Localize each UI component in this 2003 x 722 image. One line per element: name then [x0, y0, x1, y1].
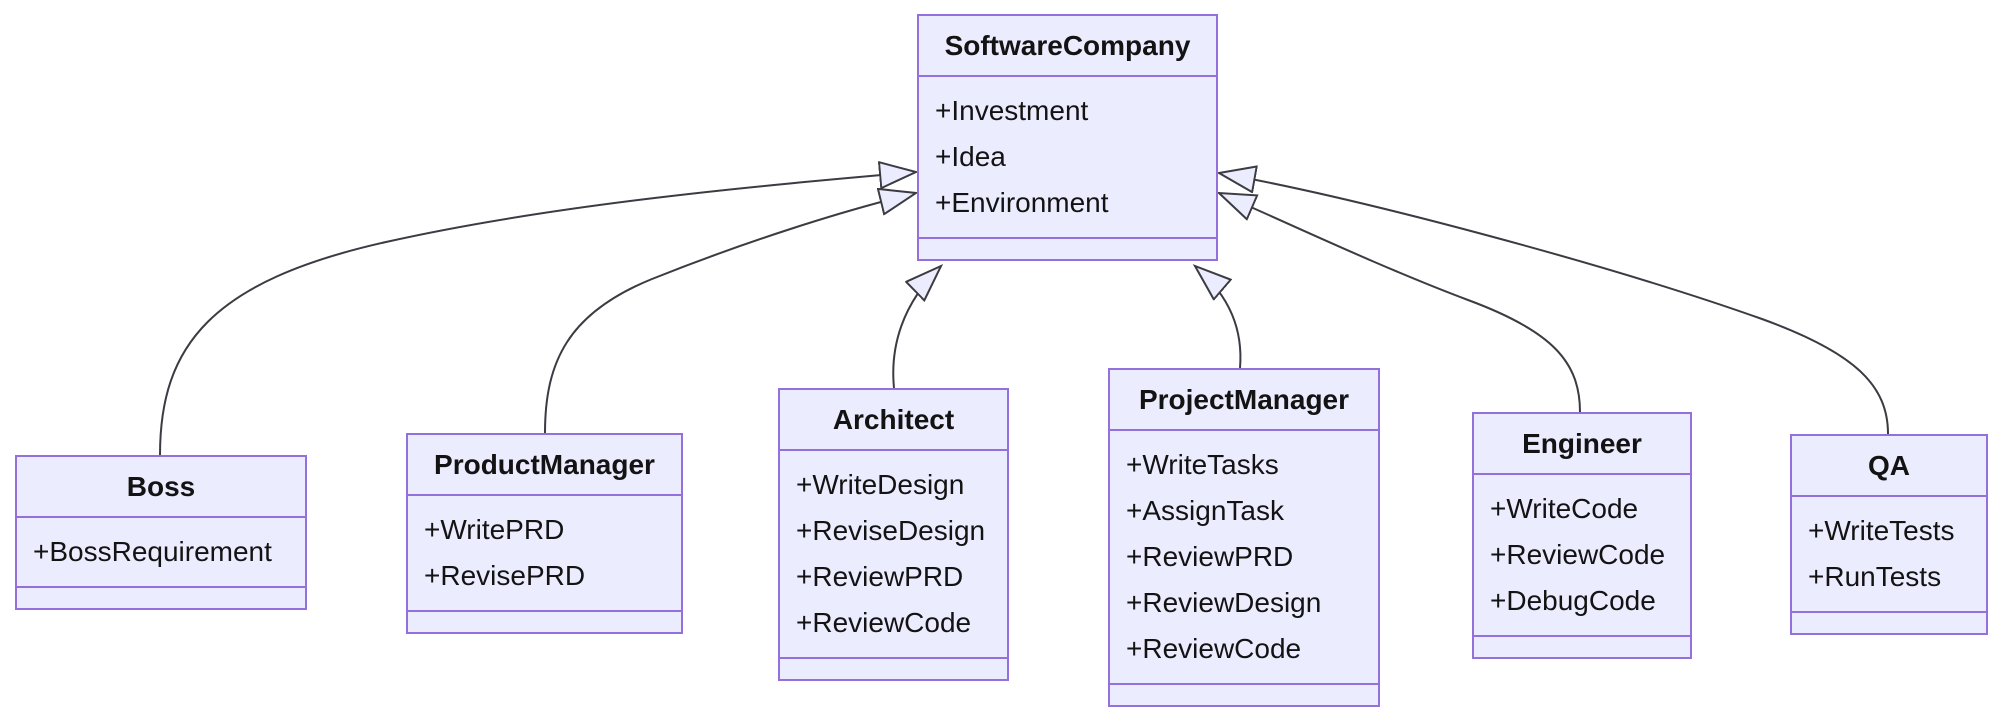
- class-member: +RevisePRD: [424, 560, 586, 591]
- class-title: Engineer: [1474, 414, 1690, 475]
- class-members: +WriteTests +RunTests: [1792, 497, 1986, 613]
- class-title: Boss: [17, 457, 305, 518]
- class-title: ProjectManager: [1110, 370, 1378, 431]
- class-node-engineer: Engineer +WriteCode +ReviewCode +DebugCode: [1472, 412, 1692, 659]
- class-title: ProductManager: [408, 435, 681, 496]
- class-member: +ReviseDesign: [796, 515, 986, 546]
- class-members: +WriteTasks +AssignTask +ReviewPRD +ReviewD…: [1110, 431, 1378, 685]
- class-methods-empty: [17, 588, 305, 608]
- class-member: +WriteTasks: [1126, 449, 1279, 480]
- class-members: +WritePRD +RevisePRD: [408, 496, 681, 612]
- class-member: +WriteDesign: [796, 469, 965, 500]
- class-methods-empty: [1474, 637, 1690, 657]
- class-members: +BossRequirement: [17, 518, 305, 588]
- class-member: +WriteCode: [1490, 493, 1639, 524]
- edge-boss-inheritance: [159, 172, 916, 456]
- class-member: +ReviewCode: [1490, 539, 1666, 570]
- edge-qa-inheritance: [1219, 173, 1889, 435]
- class-title: QA: [1792, 436, 1986, 497]
- class-members: +WriteDesign +ReviseDesign +ReviewPRD +Revi…: [780, 451, 1007, 659]
- class-member: +WriteTests: [1808, 515, 1955, 546]
- class-node-boss: Boss +BossRequirement: [15, 455, 307, 610]
- class-methods-empty: [1792, 613, 1986, 633]
- class-node-architect: Architect +WriteDesign +ReviseDesign +Revi…: [778, 388, 1009, 681]
- class-member: +BossRequirement: [33, 536, 272, 567]
- class-member: +ReviewPRD: [1126, 541, 1294, 572]
- edge-engineer-inheritance: [1219, 193, 1581, 413]
- edge-projectmanager-inheritance: [1195, 266, 1242, 369]
- class-member: +DebugCode: [1490, 585, 1656, 616]
- edge-productmanager-inheritance: [544, 193, 916, 434]
- edge-architect-inheritance: [892, 266, 941, 389]
- class-methods-empty: [919, 239, 1216, 259]
- class-node-softwarecompany: SoftwareCompany +Investment +Idea +Environ…: [917, 14, 1218, 261]
- class-title: Architect: [780, 390, 1007, 451]
- class-member: +ReviewCode: [796, 607, 972, 638]
- class-methods-empty: [1110, 685, 1378, 705]
- class-member: +Idea: [935, 141, 1006, 172]
- class-member: +ReviewPRD: [796, 561, 964, 592]
- class-member: +ReviewCode: [1126, 633, 1302, 664]
- class-methods-empty: [780, 659, 1007, 679]
- class-title: SoftwareCompany: [919, 16, 1216, 77]
- class-member: +RunTests: [1808, 561, 1942, 592]
- class-member: +WritePRD: [424, 514, 565, 545]
- class-members: +WriteCode +ReviewCode +DebugCode: [1474, 475, 1690, 637]
- class-member: +AssignTask: [1126, 495, 1284, 526]
- class-methods-empty: [408, 612, 681, 632]
- class-node-productmanager: ProductManager +WritePRD +RevisePRD: [406, 433, 683, 634]
- class-members: +Investment +Idea +Environment: [919, 77, 1216, 239]
- class-member: +Environment: [935, 187, 1109, 218]
- class-member: +Investment: [935, 95, 1089, 126]
- class-member: +ReviewDesign: [1126, 587, 1322, 618]
- class-node-qa: QA +WriteTests +RunTests: [1790, 434, 1988, 635]
- class-node-projectmanager: ProjectManager +WriteTasks +AssignTask +Re…: [1108, 368, 1380, 707]
